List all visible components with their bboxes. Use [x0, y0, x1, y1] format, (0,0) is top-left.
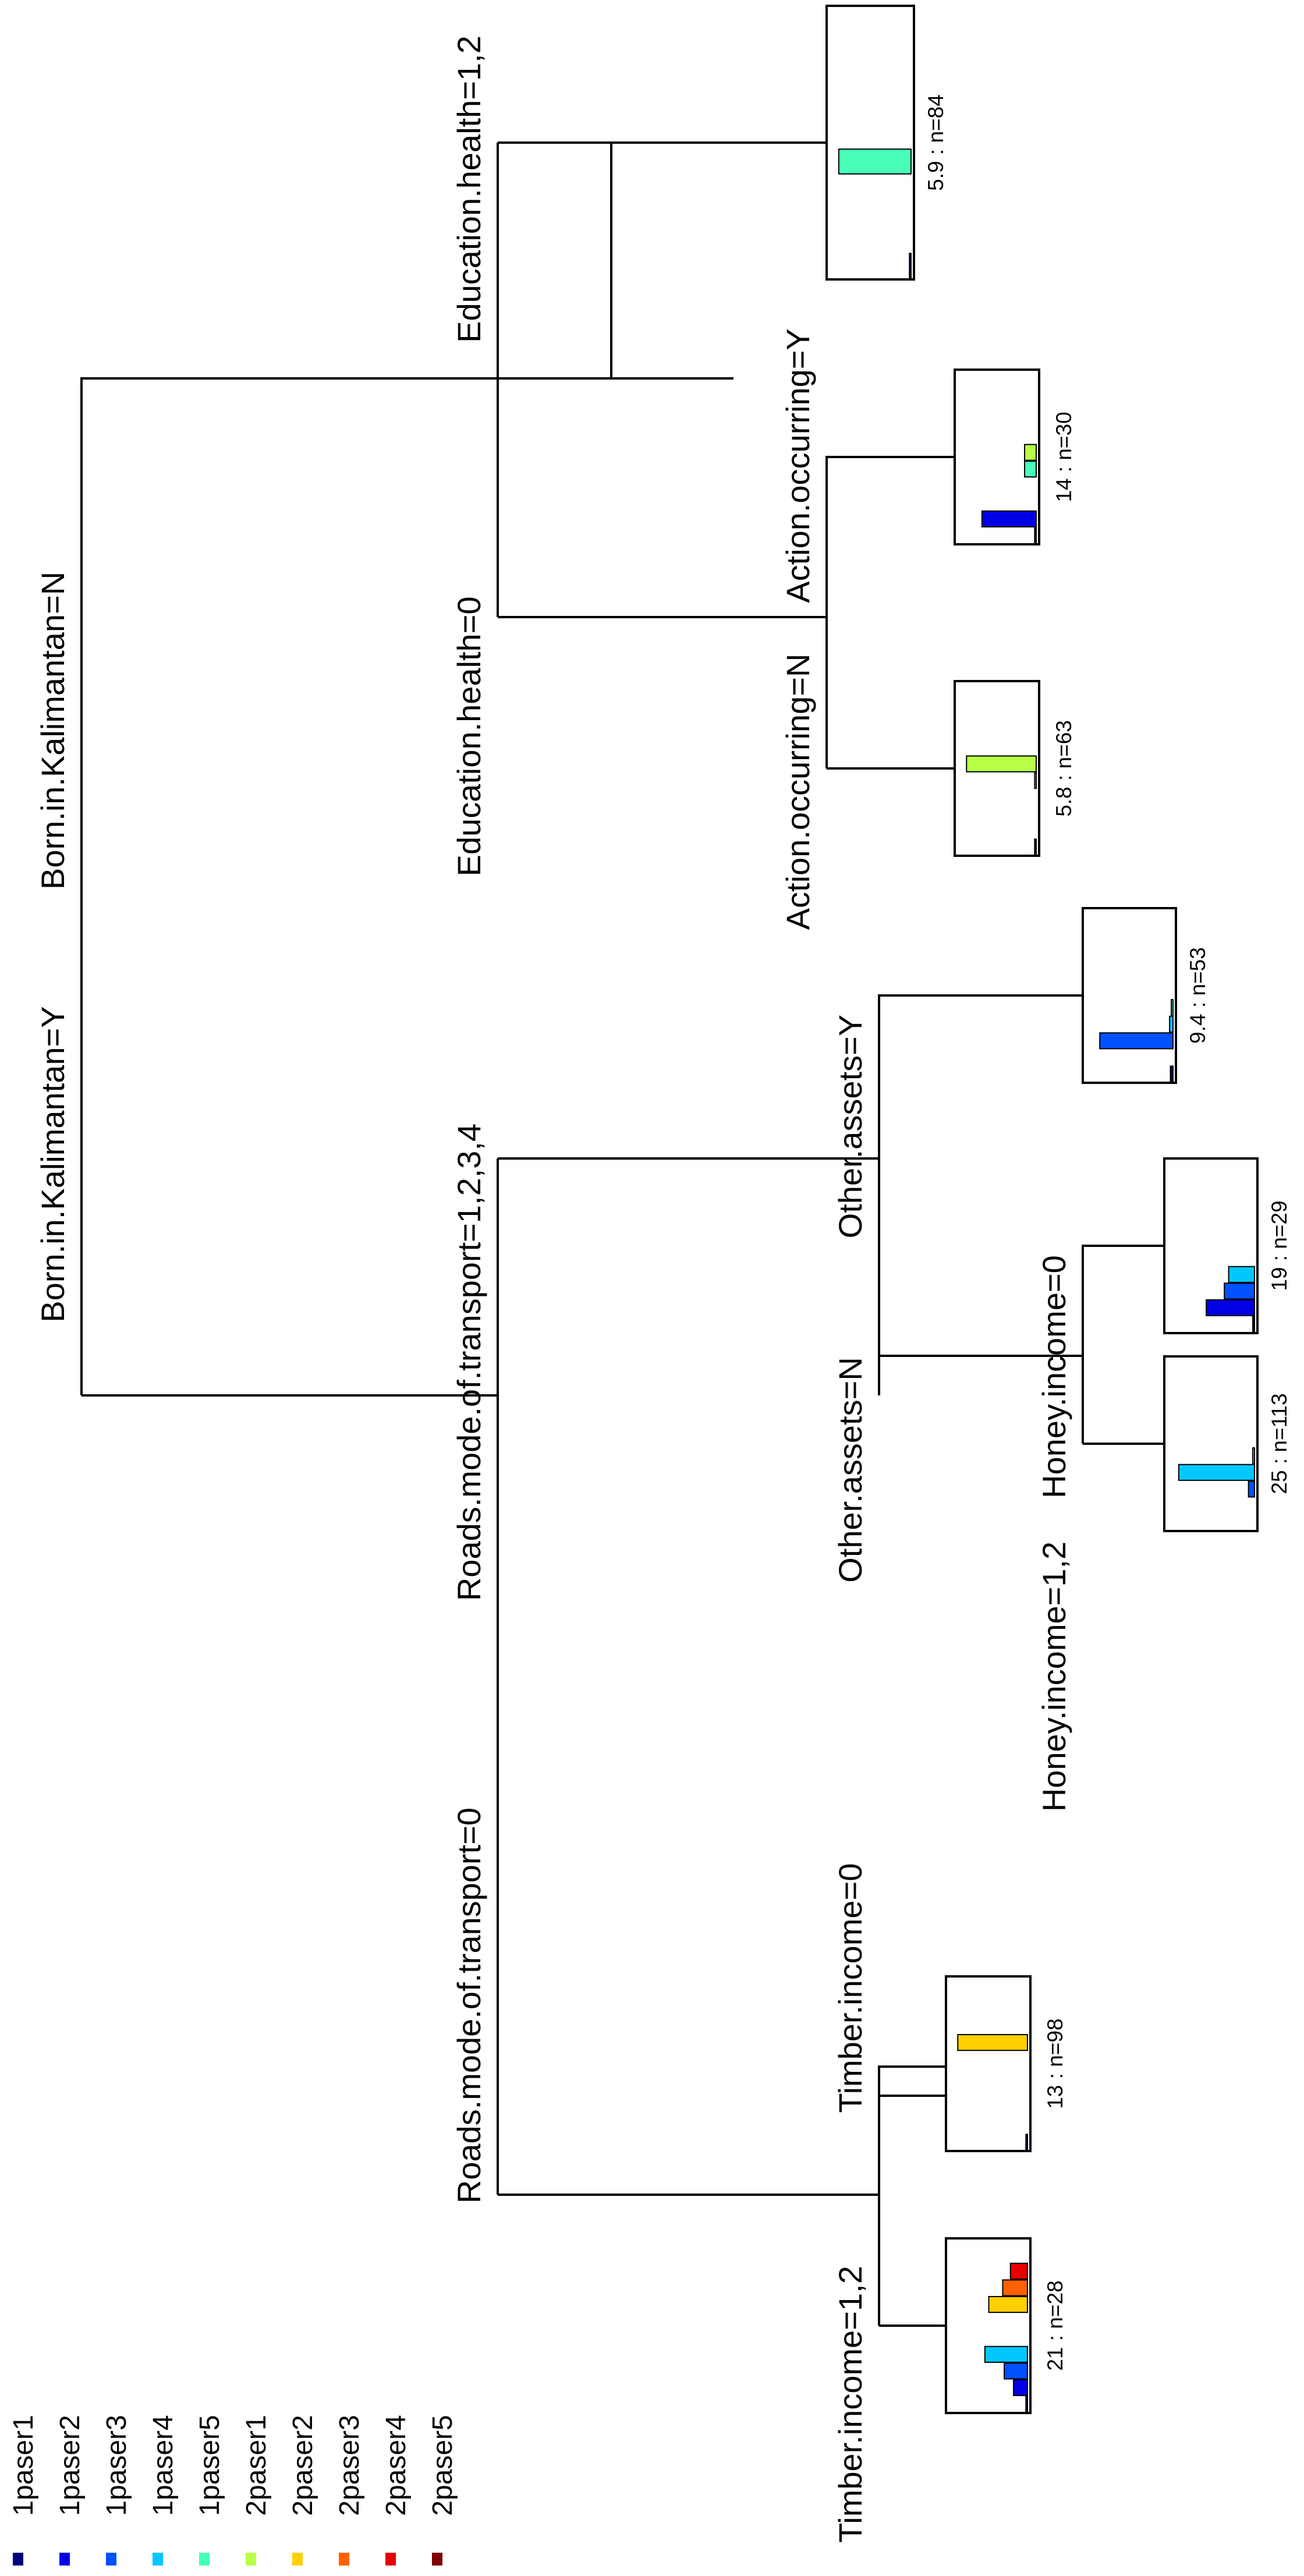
- legend-swatch-1paser5: [199, 2553, 210, 2566]
- bar-eduY-1paser1: [909, 253, 912, 279]
- split-label-root-right: Born.in.Kalimantan=N: [34, 572, 71, 890]
- bar-honey12-1paser3: [1248, 1480, 1255, 1498]
- bar-honey12-1paser5: [1252, 1447, 1256, 1465]
- leaf-timber0: 13 : n=98: [945, 1975, 1067, 2152]
- bar-actionY-1paser5: [1024, 460, 1037, 478]
- bar-timber12-1paser3: [1004, 2362, 1028, 2380]
- legend-label-1paser5: 1paser5: [194, 2415, 225, 2515]
- leaf-actionY-label: 14 : n=30: [1052, 412, 1076, 502]
- leaf-timber12: 21 : n=28: [945, 2237, 1067, 2414]
- bar-eduY-1paser5: [838, 148, 912, 175]
- bar-assetsY-1paser3: [1099, 1032, 1174, 1050]
- legend-swatch-2paser1: [246, 2553, 256, 2566]
- split-label-other-right: Other.assets=Y: [832, 1015, 869, 1238]
- leaf-honey12: 25 : n=113: [1163, 1355, 1291, 1532]
- honey-split-edge: [1082, 1245, 1164, 1356]
- split-labels: Born.in.Kalimantan=Y Born.in.Kalimantan=…: [34, 36, 1072, 2543]
- leaf-actionN-label: 5.8 : n=63: [1052, 720, 1076, 817]
- legend-label-2paser2: 2paser2: [288, 2415, 318, 2515]
- split-label-honey-right: Honey.income=0: [1036, 1255, 1072, 1498]
- bar-actionY-1paser2: [981, 510, 1037, 527]
- bar-actionN-1paser1: [1034, 838, 1037, 856]
- bar-timber12-1paser2: [1013, 2379, 1029, 2397]
- bar-honey0-1paser3: [1224, 1282, 1255, 1300]
- bar-timber12-1paser4: [984, 2345, 1028, 2363]
- bar-timber0-2paser2: [957, 2034, 1029, 2051]
- split-label-other-left: Other.assets=N: [832, 1357, 869, 1583]
- leaf-boxes: 21 : n=28 13 : n=98 25 : n=113 19 : n=29…: [825, 5, 1291, 2414]
- split-label-action-right: Action.occurring=Y: [779, 328, 816, 603]
- bar-timber12-1paser1: [1025, 2396, 1028, 2413]
- legend-label-1paser2: 1paser2: [55, 2415, 86, 2515]
- bar-timber12-2paser3: [1002, 2279, 1028, 2297]
- action-split-edge: [825, 456, 955, 617]
- split-label-root-left: Born.in.Kalimantan=Y: [34, 1006, 71, 1322]
- legend-label-2paser4: 2paser4: [381, 2415, 412, 2515]
- bar-actionY-1paser1: [1034, 527, 1037, 544]
- leaf-honey0-label: 19 : n=29: [1267, 1200, 1291, 1291]
- legend-swatch-2paser5: [432, 2553, 442, 2566]
- bar-assetsY-1paser4: [1169, 1015, 1174, 1033]
- split-label-action-left: Action.occurring=N: [779, 654, 816, 930]
- leaf-honey0: 19 : n=29: [1163, 1157, 1291, 1334]
- bar-assetsY-1paser5: [1171, 999, 1174, 1016]
- leaf-timber0-label: 13 : n=98: [1043, 2018, 1067, 2109]
- legend-label-1paser1: 1paser1: [8, 2415, 39, 2515]
- leaf-actionY: 14 : n=30: [954, 368, 1076, 545]
- tree-edges-main: [80, 141, 1164, 2327]
- leaf-eduY-label: 5.9 : n=84: [924, 94, 948, 191]
- legend-label-1paser4: 1paser4: [148, 2415, 179, 2515]
- legend-swatch-1paser3: [106, 2553, 116, 2566]
- bar-honey0-1paser1: [1252, 1316, 1256, 1333]
- legend-swatch-1paser1: [13, 2553, 23, 2566]
- leaf-honey12-label: 25 : n=113: [1267, 1393, 1291, 1494]
- bar-honey0-1paser4: [1228, 1266, 1256, 1283]
- leaf-eduY: 5.9 : n=84: [825, 5, 948, 281]
- legend-label-2paser3: 2paser3: [334, 2415, 365, 2515]
- legend-swatch-2paser4: [385, 2553, 396, 2566]
- bar-assetsY-1paser1: [1170, 1065, 1174, 1083]
- legend-swatch-1paser4: [153, 2553, 163, 2566]
- split-label-honey-left: Honey.income=1,2: [1036, 1542, 1072, 1812]
- split-label-roads-right: Roads.mode.of.transport=1,2,3,4: [451, 1124, 487, 1601]
- leaf-assetsY: 9.4 : n=53: [1082, 907, 1210, 1084]
- legend-swatch-2paser3: [339, 2553, 349, 2566]
- legend-swatch-2paser2: [292, 2553, 303, 2566]
- split-label-edu-right: Education.health=1,2: [451, 36, 487, 343]
- timber-split-edge: [878, 2065, 946, 2195]
- leaf-assetsY-label: 9.4 : n=53: [1186, 947, 1210, 1044]
- split-label-timber-right: Timber.income=0: [832, 1863, 869, 2113]
- bar-honey0-1paser2: [1206, 1299, 1256, 1317]
- legend-swatch-1paser2: [59, 2553, 70, 2566]
- bar-timber12-2paser4: [1009, 2262, 1028, 2280]
- split-label-roads-left: Roads.mode.of.transport=0: [451, 1808, 487, 2203]
- bar-honey12-1paser4: [1178, 1464, 1256, 1481]
- legend-label-2paser5: 2paser5: [427, 2415, 458, 2515]
- bar-timber12-2paser2: [988, 2296, 1028, 2313]
- leaf-actionN: 5.8 : n=63: [954, 680, 1076, 857]
- root-split-edge: [80, 377, 734, 1395]
- bar-timber0-1paser1: [1025, 2134, 1028, 2151]
- leaf-timber12-label: 21 : n=28: [1043, 2280, 1067, 2371]
- split-label-edu-left: Education.health=0: [451, 596, 487, 876]
- legend-label-2paser1: 2paser1: [241, 2415, 272, 2515]
- legend-label-1paser3: 1paser3: [101, 2415, 132, 2515]
- bar-actionN-1paser5: [1034, 772, 1037, 789]
- roads-split-edge: [82, 1158, 499, 2195]
- bar-actionY-2paser1: [1024, 444, 1037, 461]
- bar-actionN-2paser1: [966, 755, 1037, 773]
- split-label-timber-left: Timber.income=1,2: [832, 2266, 869, 2543]
- legend: 1paser1 1paser2 1paser3 1paser4 1paser5 2pase…: [8, 2415, 458, 2566]
